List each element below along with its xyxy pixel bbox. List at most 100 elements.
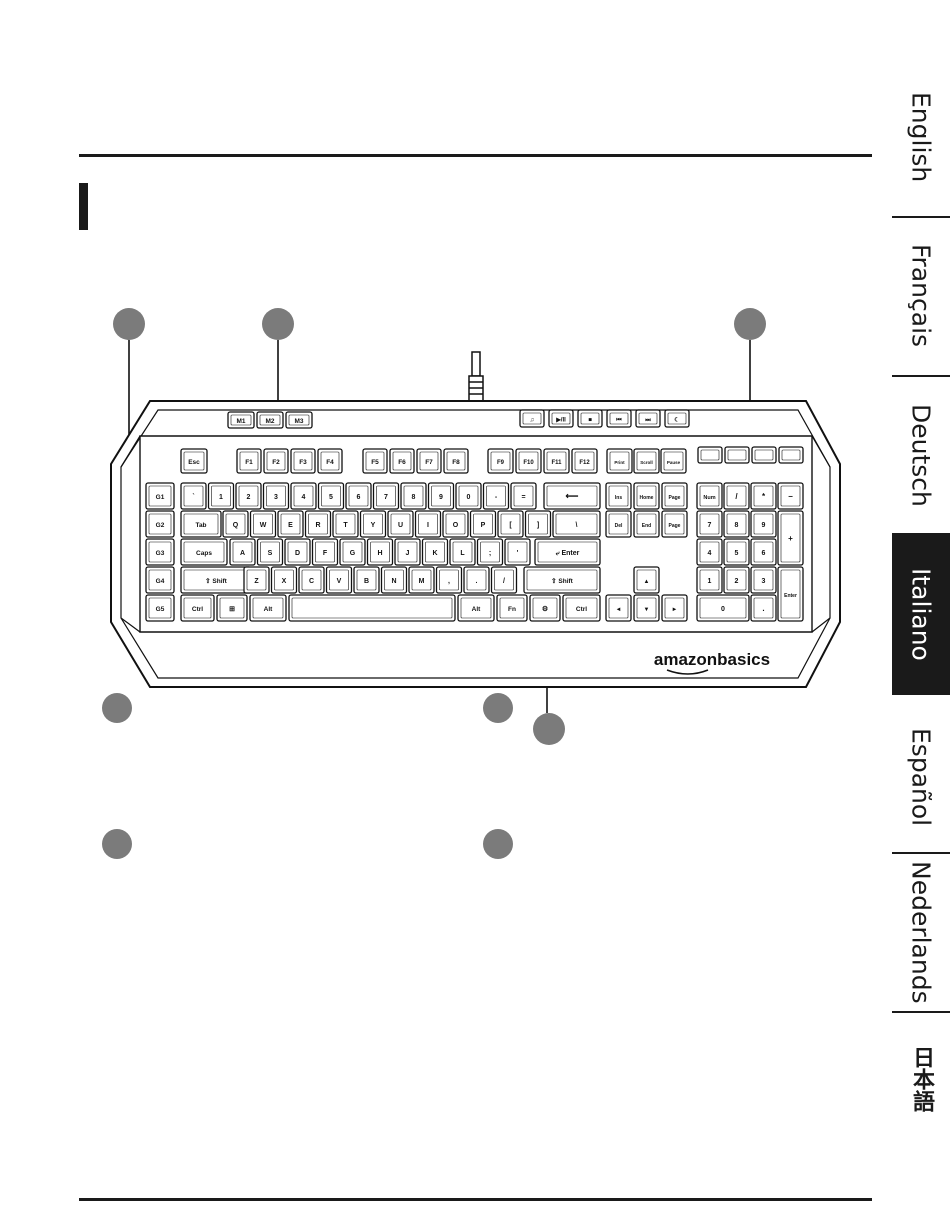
a-7-keycap — [397, 541, 418, 563]
tab-english[interactable]: English — [892, 60, 950, 214]
backslash-key — [552, 510, 601, 538]
nav-2-keycap — [664, 485, 685, 507]
q-4-keycap — [308, 513, 328, 535]
ralt-key-label: Alt — [472, 606, 482, 613]
z-10-key — [490, 566, 518, 594]
lalt-keycap — [252, 597, 284, 619]
a-1-keycap — [232, 541, 253, 563]
q-4-key-label: R — [315, 522, 320, 529]
f2-key-label: F2 — [272, 459, 280, 466]
num-10-keycap — [458, 485, 479, 507]
num-5-keycap — [321, 485, 341, 507]
tab-espanol[interactable]: Español — [892, 700, 950, 854]
macro-0-key-label: M1 — [236, 418, 245, 425]
num-5-key — [317, 482, 345, 510]
num-2-key-label: 2 — [247, 494, 251, 501]
nav-5-key — [661, 510, 688, 538]
f11-keycap — [546, 451, 567, 471]
a-3-key-label: D — [295, 550, 300, 557]
f6-key — [389, 448, 415, 474]
tab-deutsch[interactable]: Deutsch — [892, 378, 950, 532]
num-12-keycap — [513, 485, 534, 507]
q-5-key — [332, 510, 359, 538]
num-9-keycap — [431, 485, 451, 507]
z-9-keycap — [466, 569, 487, 591]
tab-italiano[interactable]: Italiano — [892, 533, 950, 695]
profile-2-key — [751, 446, 777, 464]
f3-keycap — [293, 451, 313, 471]
num-1-key-label: 1 — [219, 494, 223, 501]
q-10-key-label: P — [481, 522, 486, 529]
tab-nederlands-label: Nederlands — [906, 860, 936, 1004]
np-plus-key — [777, 510, 804, 566]
tab-francais-label: Français — [906, 244, 936, 348]
z-1-keycap — [246, 569, 267, 591]
backslash-keycap — [555, 513, 598, 535]
g-3-keycap — [148, 569, 172, 591]
rctrl-key-label: Ctrl — [576, 606, 587, 613]
menu-key-label: ⚙ — [542, 605, 548, 613]
np-4-key — [696, 538, 723, 566]
a-11-key — [504, 538, 531, 566]
q-5-keycap — [335, 513, 356, 535]
q-9-key — [442, 510, 469, 538]
f8-key — [443, 448, 469, 474]
np-7-key — [696, 510, 723, 538]
fn-key — [496, 594, 528, 622]
nav-2-key-label: Page — [669, 495, 681, 501]
nav-0-key-label: Ins — [615, 495, 622, 501]
np-1-keycap — [699, 569, 720, 591]
a-6-key — [366, 538, 394, 566]
num-1-key — [207, 482, 235, 510]
media-2-keycap — [580, 412, 600, 425]
f7-key-label: F7 — [425, 459, 433, 466]
macro-2-key — [285, 411, 313, 429]
rshift-keycap — [526, 569, 598, 591]
macro-0-key — [227, 411, 255, 429]
a-4-key-label: F — [323, 550, 328, 557]
arrow-up-key — [633, 566, 660, 594]
np-8-key-label: 8 — [735, 522, 739, 529]
f6-keycap — [392, 451, 412, 471]
z-2-key — [270, 566, 298, 594]
z-6-key — [380, 566, 408, 594]
tab-nederlands[interactable]: Nederlands — [892, 855, 950, 1009]
media-0-key — [519, 409, 545, 428]
np-9-key-label: 9 — [762, 522, 766, 529]
f4-keycap — [320, 451, 340, 471]
f9-key — [487, 448, 514, 474]
tab-francais[interactable]: Français — [892, 219, 950, 373]
a-9-key-label: L — [460, 550, 465, 557]
system-2-key — [660, 448, 687, 474]
macro-1-key — [256, 411, 284, 429]
tab-italiano-label: Italiano — [906, 567, 936, 661]
z-3-key — [298, 566, 325, 594]
num-2-key — [235, 482, 262, 510]
np-minus-key-label: − — [788, 492, 793, 501]
a-4-keycap — [315, 541, 335, 563]
np-4-keycap — [699, 541, 720, 563]
tab-espanol-label: Español — [906, 727, 936, 827]
np-dot-key — [750, 594, 777, 622]
backspace-key-label: ⟵ — [566, 491, 579, 501]
tab-japanese[interactable]: 日本語 — [892, 1014, 950, 1144]
profile-1-key — [724, 446, 750, 464]
z-4-key-label: V — [337, 578, 342, 585]
f4-key-label: F4 — [326, 459, 334, 466]
a-2-key-label: S — [268, 550, 273, 557]
np-2-keycap — [726, 569, 747, 591]
f1-keycap — [239, 451, 259, 471]
media-5-key-label: ☾ — [674, 417, 679, 424]
q-9-keycap — [445, 513, 466, 535]
tab-divider — [892, 852, 950, 854]
z-5-key-label: B — [364, 578, 369, 585]
numlock-keycap — [699, 485, 720, 507]
media-0-keycap — [522, 412, 542, 425]
num-9-key-label: 9 — [439, 494, 443, 501]
f10-keycap — [518, 451, 539, 471]
num-8-keycap — [403, 485, 424, 507]
z-7-keycap — [411, 569, 432, 591]
nav-4-key — [633, 510, 660, 538]
f8-keycap — [446, 451, 466, 471]
profile-0-key — [697, 446, 723, 464]
